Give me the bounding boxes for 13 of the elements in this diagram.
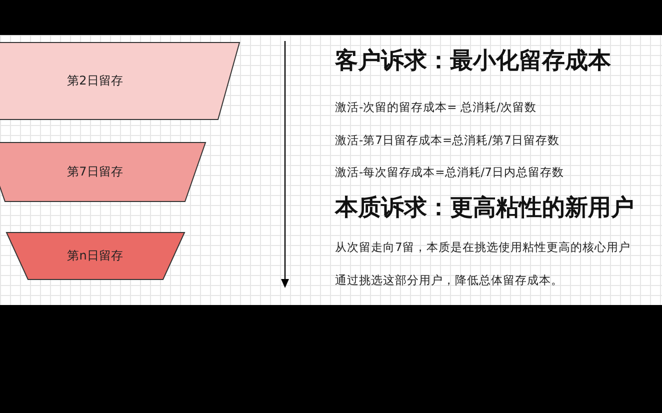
body-text: 通过挑选这部分用户，降低总体留存成本。: [335, 273, 563, 288]
body-text: 从次留走向7留，本质是在挑选使用粘性更高的核心用户: [335, 240, 630, 255]
formula-text: 激活-每次留存成本=总消耗/7日内总留存数: [335, 165, 564, 180]
funnel-label: 第2日留存: [66, 72, 124, 90]
heading: 客户诉求：最小化留存成本: [335, 47, 611, 76]
funnel-trapezoid: [0, 142, 206, 202]
formula-text: 激活-次留的留存成本= 总消耗/次留数: [335, 100, 536, 115]
formula-text: 激活-第7日留存成本=总消耗/第7日留存数: [335, 133, 560, 148]
heading: 本质诉求：更高粘性的新用户: [335, 194, 634, 223]
funnel-label: 第7日留存: [66, 164, 124, 180]
funnel-label: 第n日留存: [66, 248, 124, 264]
funnel-trapezoid: [6, 232, 185, 280]
funnel-trapezoid: [0, 42, 240, 120]
